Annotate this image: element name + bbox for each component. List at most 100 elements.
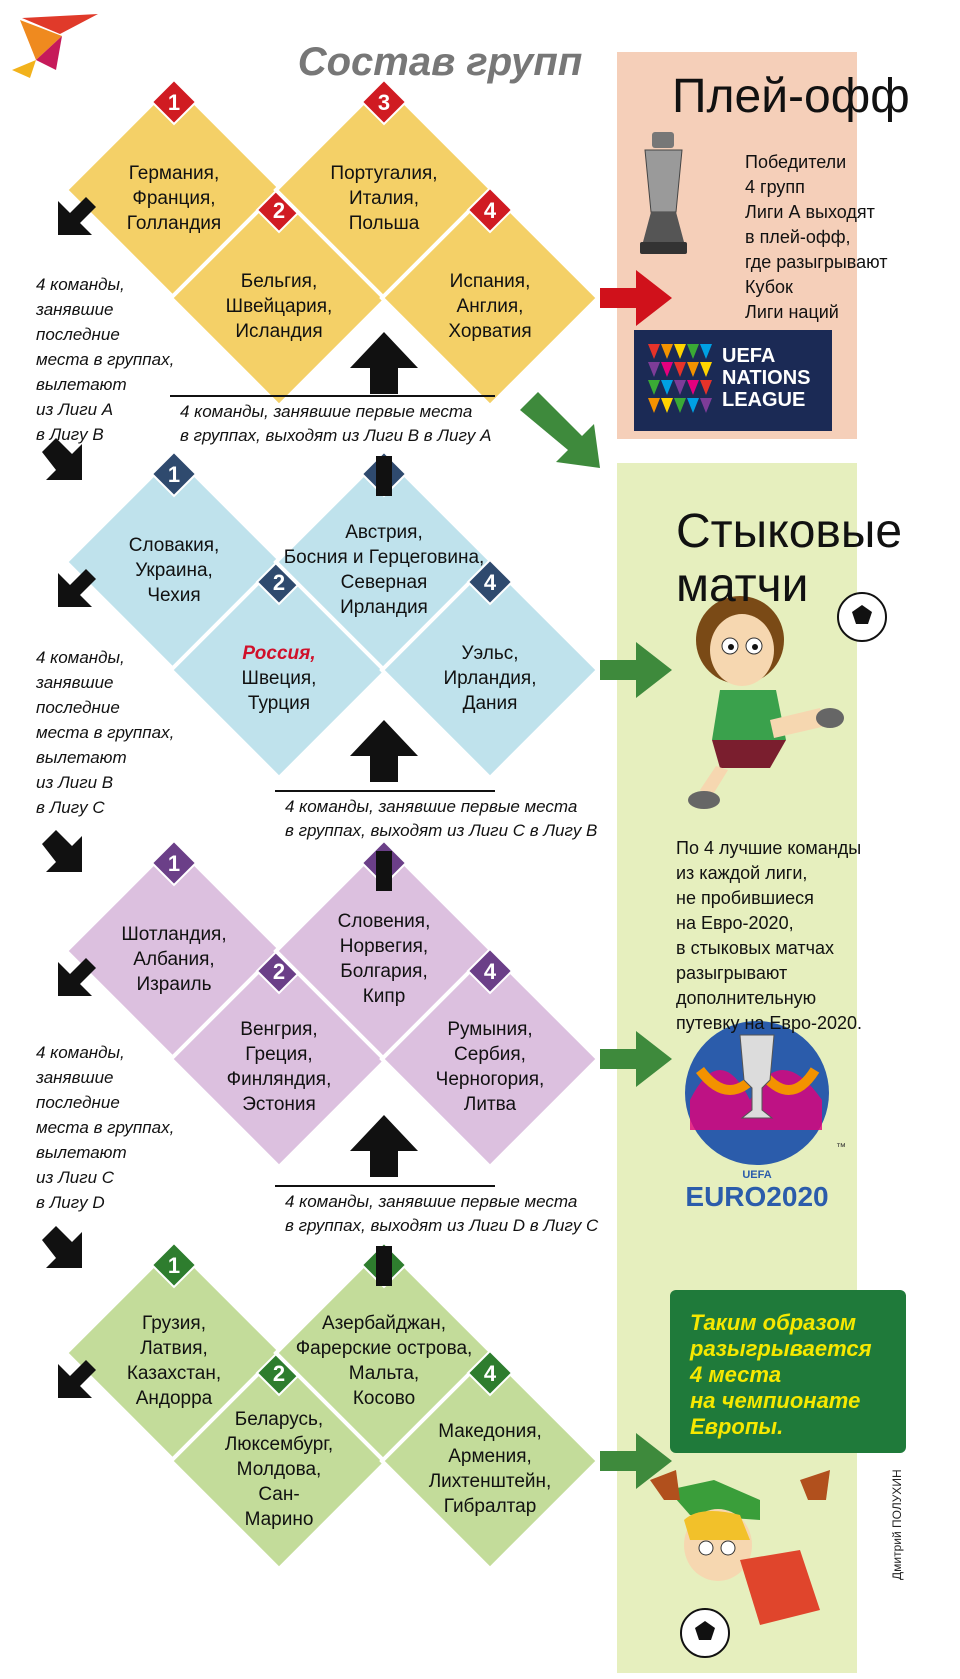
logo-triangle xyxy=(687,344,699,359)
note-line: занявшие xyxy=(36,1068,114,1087)
hair xyxy=(684,1511,750,1540)
group-diamond xyxy=(379,559,601,781)
trophy-part xyxy=(643,212,684,242)
playoff-panel-title: Плей-офф xyxy=(672,70,910,123)
group-teams: Словакия,Украина,Чехия xyxy=(64,533,284,608)
team-name: Бельгия, xyxy=(240,270,318,292)
team-name: Молдова, xyxy=(236,1458,322,1480)
team-name: Косово xyxy=(352,1388,416,1409)
note-line: 4 команды, xyxy=(36,1043,125,1062)
playoff-text-line: 4 групп xyxy=(745,177,805,197)
team-name: Голландия xyxy=(126,212,222,234)
team-name: Италия, xyxy=(349,187,419,209)
logo-triangle xyxy=(674,362,686,377)
note-line: занявшие xyxy=(36,673,114,692)
hand xyxy=(650,1470,680,1500)
promotion-arrow-icon xyxy=(350,1115,418,1177)
group-number-badge xyxy=(466,186,514,234)
logo-triangle xyxy=(700,380,712,395)
promotion-arrow-stem xyxy=(376,851,392,891)
playoff-matches-title-line: матчи xyxy=(676,559,809,612)
group-number: 1 xyxy=(168,1253,180,1278)
note-line: последние xyxy=(36,698,120,717)
team-name: Сербия, xyxy=(454,1044,526,1065)
playoff-matches-title-line: Стыковые xyxy=(676,505,903,558)
group-diamond xyxy=(379,948,601,1170)
team-name: Азербайджан, xyxy=(321,1313,447,1334)
team-name: Казахстан, xyxy=(126,1363,222,1384)
group-teams: Азербайджан,Фарерские острова,Мальта,Кос… xyxy=(274,1311,494,1411)
team-name: Сан- xyxy=(258,1483,300,1505)
note-line: занявшие xyxy=(36,300,114,319)
playoff-matches-text-line: на Евро-2020, xyxy=(676,913,794,933)
bird-body-part xyxy=(20,20,62,60)
group-teams: Словения,Норвегия,Болгария,Кипр xyxy=(274,909,494,1009)
logo-triangle xyxy=(700,398,712,413)
group-teams: Румыния,Сербия,Черногория,Литва xyxy=(380,1017,600,1117)
team-name: Ирландия xyxy=(340,597,428,618)
logo-triangle xyxy=(648,398,660,413)
playoff-text-line: Победители xyxy=(745,152,847,172)
team-name: Австрия, xyxy=(345,522,423,543)
playoff-matches-text-line: из каждой лиги, xyxy=(676,863,808,883)
team-name: Босния и Герцеговина, xyxy=(283,547,485,568)
green-arrow-icon xyxy=(600,642,672,698)
note-line: из Лиги А xyxy=(36,400,114,419)
group-number: 4 xyxy=(484,570,497,595)
relegation-arrow-icon xyxy=(58,1360,96,1398)
logo-triangle xyxy=(661,398,673,413)
cap xyxy=(668,1480,760,1520)
playoff-matches-text-line: в стыковых матчах xyxy=(676,938,834,958)
logo-small-text: UEFA xyxy=(742,1169,771,1181)
group-number-badge xyxy=(466,558,514,606)
logo-triangle xyxy=(661,380,673,395)
trophy-part xyxy=(640,242,687,254)
team-name: Латвия, xyxy=(140,1338,208,1359)
logo-triangle xyxy=(687,380,699,395)
group-teams: Грузия,Латвия,Казахстан,Андорра xyxy=(64,1311,284,1411)
note-line: места в группах, xyxy=(36,1118,175,1137)
eye xyxy=(698,1540,714,1556)
logo-text: LEAGUE xyxy=(722,389,805,411)
hand xyxy=(800,1470,830,1500)
logo-triangle xyxy=(674,344,686,359)
group-number-badge xyxy=(466,947,514,995)
author-credit: Дмитрий ПОЛУХИН xyxy=(890,1469,904,1580)
team-name: Хорватия xyxy=(448,320,532,342)
note-line: в Лигу В xyxy=(36,425,104,444)
bird-wing-part xyxy=(22,14,98,34)
conclusion-line: 4 места xyxy=(690,1362,782,1387)
pupil xyxy=(752,644,758,650)
team-name: Ирландия, xyxy=(443,667,537,689)
logo-triangle xyxy=(661,344,673,359)
logo-main-text: EURO2020 xyxy=(685,1181,828,1212)
trophy-part xyxy=(644,149,683,213)
down-right-arrow-icon xyxy=(42,830,82,872)
note-line: в Лигу D xyxy=(36,1193,105,1212)
face xyxy=(710,614,774,686)
team-name: Андорра xyxy=(135,1388,213,1409)
note-line: последние xyxy=(36,325,120,344)
team-name: Украина, xyxy=(135,559,213,581)
group-teams: Македония,Армения,Лихтенштейн,Гибралтар xyxy=(380,1419,600,1519)
logo-triangle xyxy=(700,362,712,377)
team-name: Словакия, xyxy=(128,534,220,556)
group-teams: Россия,Швеция,Турция xyxy=(169,641,389,716)
logo-triangle xyxy=(648,344,660,359)
down-right-arrow-icon xyxy=(42,438,82,480)
trademark: ™ xyxy=(836,1142,846,1153)
conclusion-line: Европы. xyxy=(690,1414,784,1439)
note-line: 4 команды, занявшие первые места xyxy=(285,797,578,816)
team-name: Шотландия, xyxy=(121,923,227,945)
shirt xyxy=(712,690,786,740)
note-line: 4 команды, занявшие первые места xyxy=(180,402,473,421)
note-line: в группах, выходят из Лиги В в Лигу А xyxy=(180,426,492,445)
nations-league-trophy-icon xyxy=(640,132,687,254)
group-number: 2 xyxy=(273,198,285,223)
